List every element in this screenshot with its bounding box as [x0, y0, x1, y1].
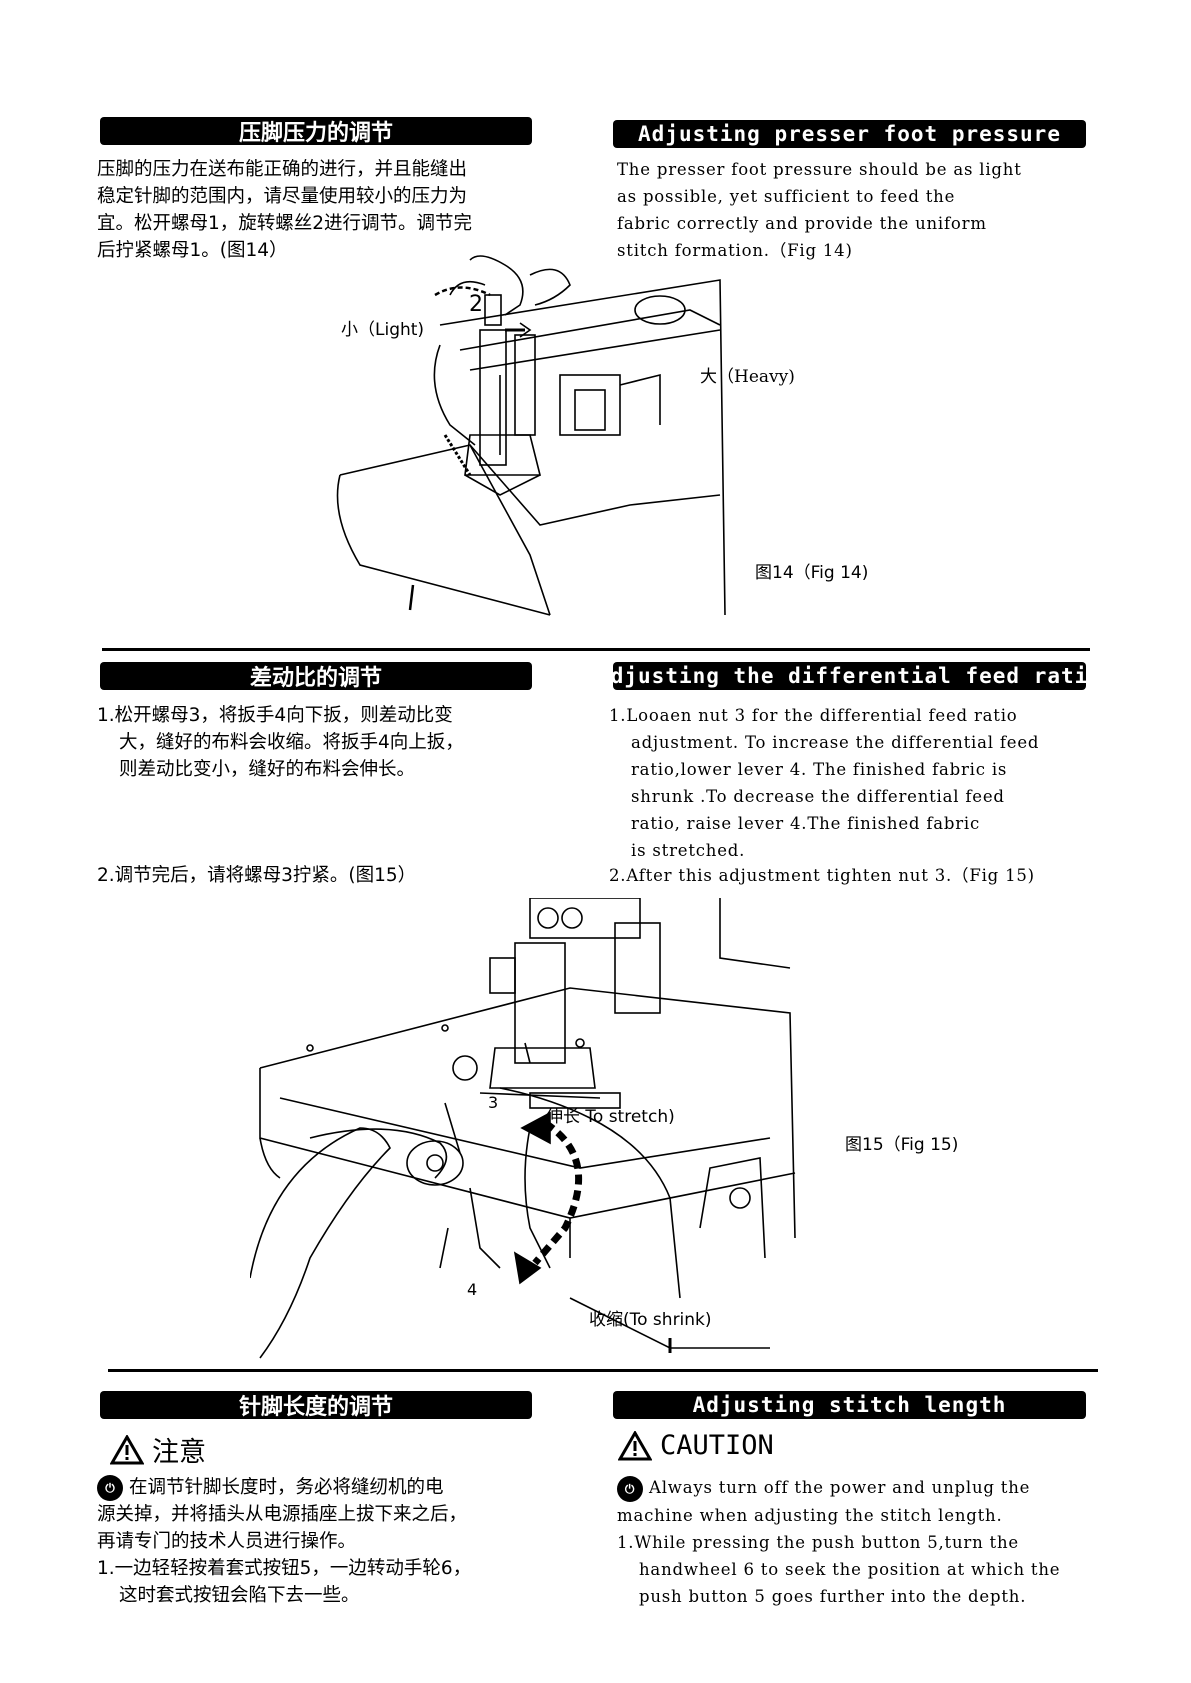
section2-en-step2: 2.After this adjustment tighten nut 3.（F… — [609, 866, 1035, 885]
text-line: 宜。松开螺母1，旋转螺丝2进行调节。调节完 — [97, 213, 473, 234]
text-line: stitch formation.（Fig 14) — [617, 241, 853, 260]
en-caution-heading: CAUTION — [618, 1430, 774, 1461]
text-line: 1.While pressing the push button 5,turn … — [617, 1532, 1019, 1552]
text-line: 这时套式按钮会陷下去一些。 — [119, 1585, 360, 1606]
text-line: 1.Looaen nut 3 for the differential feed… — [609, 706, 1018, 725]
section2-en-text: 1.Looaen nut 3 for the differential feed… — [609, 702, 1089, 864]
text-line: handwheel 6 to seek the position at whic… — [639, 1559, 1061, 1579]
text-line: 则差动比变小，缝好的布料会伸长。 — [119, 759, 416, 780]
section2-zh-text: 1.松开螺母3，将扳手4向下扳，则差动比变 大，缝好的布料会收缩。将扳手4向上扳… — [97, 702, 567, 783]
text-line: 1.一边轻轻按着套式按钮5，一边转动手轮6， — [97, 1558, 472, 1579]
label-heavy: 大（Heavy) — [700, 367, 795, 387]
zh-caution-heading: 注意 — [110, 1430, 206, 1469]
text-line: 1.松开螺母3，将扳手4向下扳，则差动比变 — [97, 705, 453, 726]
section3-zh-title: 针脚长度的调节 — [100, 1391, 532, 1419]
text-line: ⏻Always turn off the power and unplug th… — [617, 1474, 1097, 1502]
en-caution-label: CAUTION — [660, 1430, 774, 1461]
zh-caution-label: 注意 — [152, 1437, 206, 1468]
text-line: 源关掉，并将插头从电源插座上拔下来之后， — [97, 1504, 468, 1525]
section-divider — [102, 648, 1090, 651]
text-line: ratio, raise lever 4.The finished fabric — [631, 814, 981, 833]
text-line: 再请专门的技术人员进行操作。 — [97, 1531, 357, 1552]
label-light: 小（Light) — [341, 320, 425, 340]
label-2: 2 — [469, 292, 483, 317]
label-4: 4 — [467, 1280, 478, 1299]
label-3: 3 — [488, 1093, 499, 1112]
text-line: fabric correctly and provide the uniform — [617, 214, 987, 233]
text-line: ratio,lower lever 4. The finished fabric… — [631, 760, 1008, 779]
figure-14-caption: 图14（Fig 14) — [755, 563, 869, 583]
text-line: adjustment. To increase the differential… — [631, 733, 1040, 752]
section1-en-title: Adjusting presser foot pressure — [613, 120, 1086, 148]
text-line: 压脚的压力在送布能正确的进行，并且能缝出 — [97, 159, 468, 180]
figure-15-caption: 图15（Fig 15) — [845, 1135, 959, 1155]
text-line: push button 5 goes further into the dept… — [639, 1586, 1027, 1606]
section2-zh-step2: 2.调节完后，请将螺母3拧紧。(图15） — [97, 865, 417, 886]
label-stretch: 伸长 To stretch) — [546, 1107, 675, 1127]
figure-14-illustration — [336, 255, 726, 616]
section2-zh-title: 差动比的调节 — [100, 662, 532, 690]
text-line: is stretched. — [631, 841, 746, 860]
section1-zh-title: 压脚压力的调节 — [100, 117, 532, 145]
text-line: 稳定针脚的范围内，请尽量使用较小的压力为 — [97, 186, 468, 207]
section1-zh-text: 压脚的压力在送布能正确的进行，并且能缝出 稳定针脚的范围内，请尽量使用较小的压力… — [97, 156, 557, 264]
warning-triangle-icon — [618, 1430, 652, 1460]
section3-zh-text: ⏻在调节针脚长度时，务必将缝纫机的电 源关掉，并将插头从电源插座上拔下来之后， … — [97, 1474, 567, 1609]
text-line: The presser foot pressure should be as l… — [617, 160, 1022, 179]
figure-15-illustration — [250, 898, 796, 1359]
text-line: shrunk .To decrease the differential fee… — [631, 787, 1005, 806]
text-line: as possible, yet sufficient to feed the — [617, 187, 956, 206]
section3-en-title: Adjusting stitch length — [613, 1391, 1086, 1419]
text-line: ⏻在调节针脚长度时，务必将缝纫机的电 — [97, 1474, 567, 1501]
text-line: 后拧紧螺母1。(图14） — [97, 240, 288, 261]
section-divider — [108, 1369, 1098, 1372]
label-shrink: 收缩(To shrink) — [589, 1310, 712, 1330]
unplug-icon: ⏻ — [617, 1475, 643, 1502]
warning-triangle-icon — [110, 1434, 144, 1464]
section3-en-text: ⏻Always turn off the power and unplug th… — [617, 1474, 1097, 1610]
section1-en-text: The presser foot pressure should be as l… — [617, 156, 1087, 264]
text-line: 大，缝好的布料会收缩。将扳手4向上扳， — [119, 732, 464, 753]
text-line: machine when adjusting the stitch length… — [617, 1505, 1003, 1525]
unplug-icon: ⏻ — [97, 1475, 123, 1501]
section2-en-title: Adjusting the differential feed ratio — [613, 662, 1086, 690]
